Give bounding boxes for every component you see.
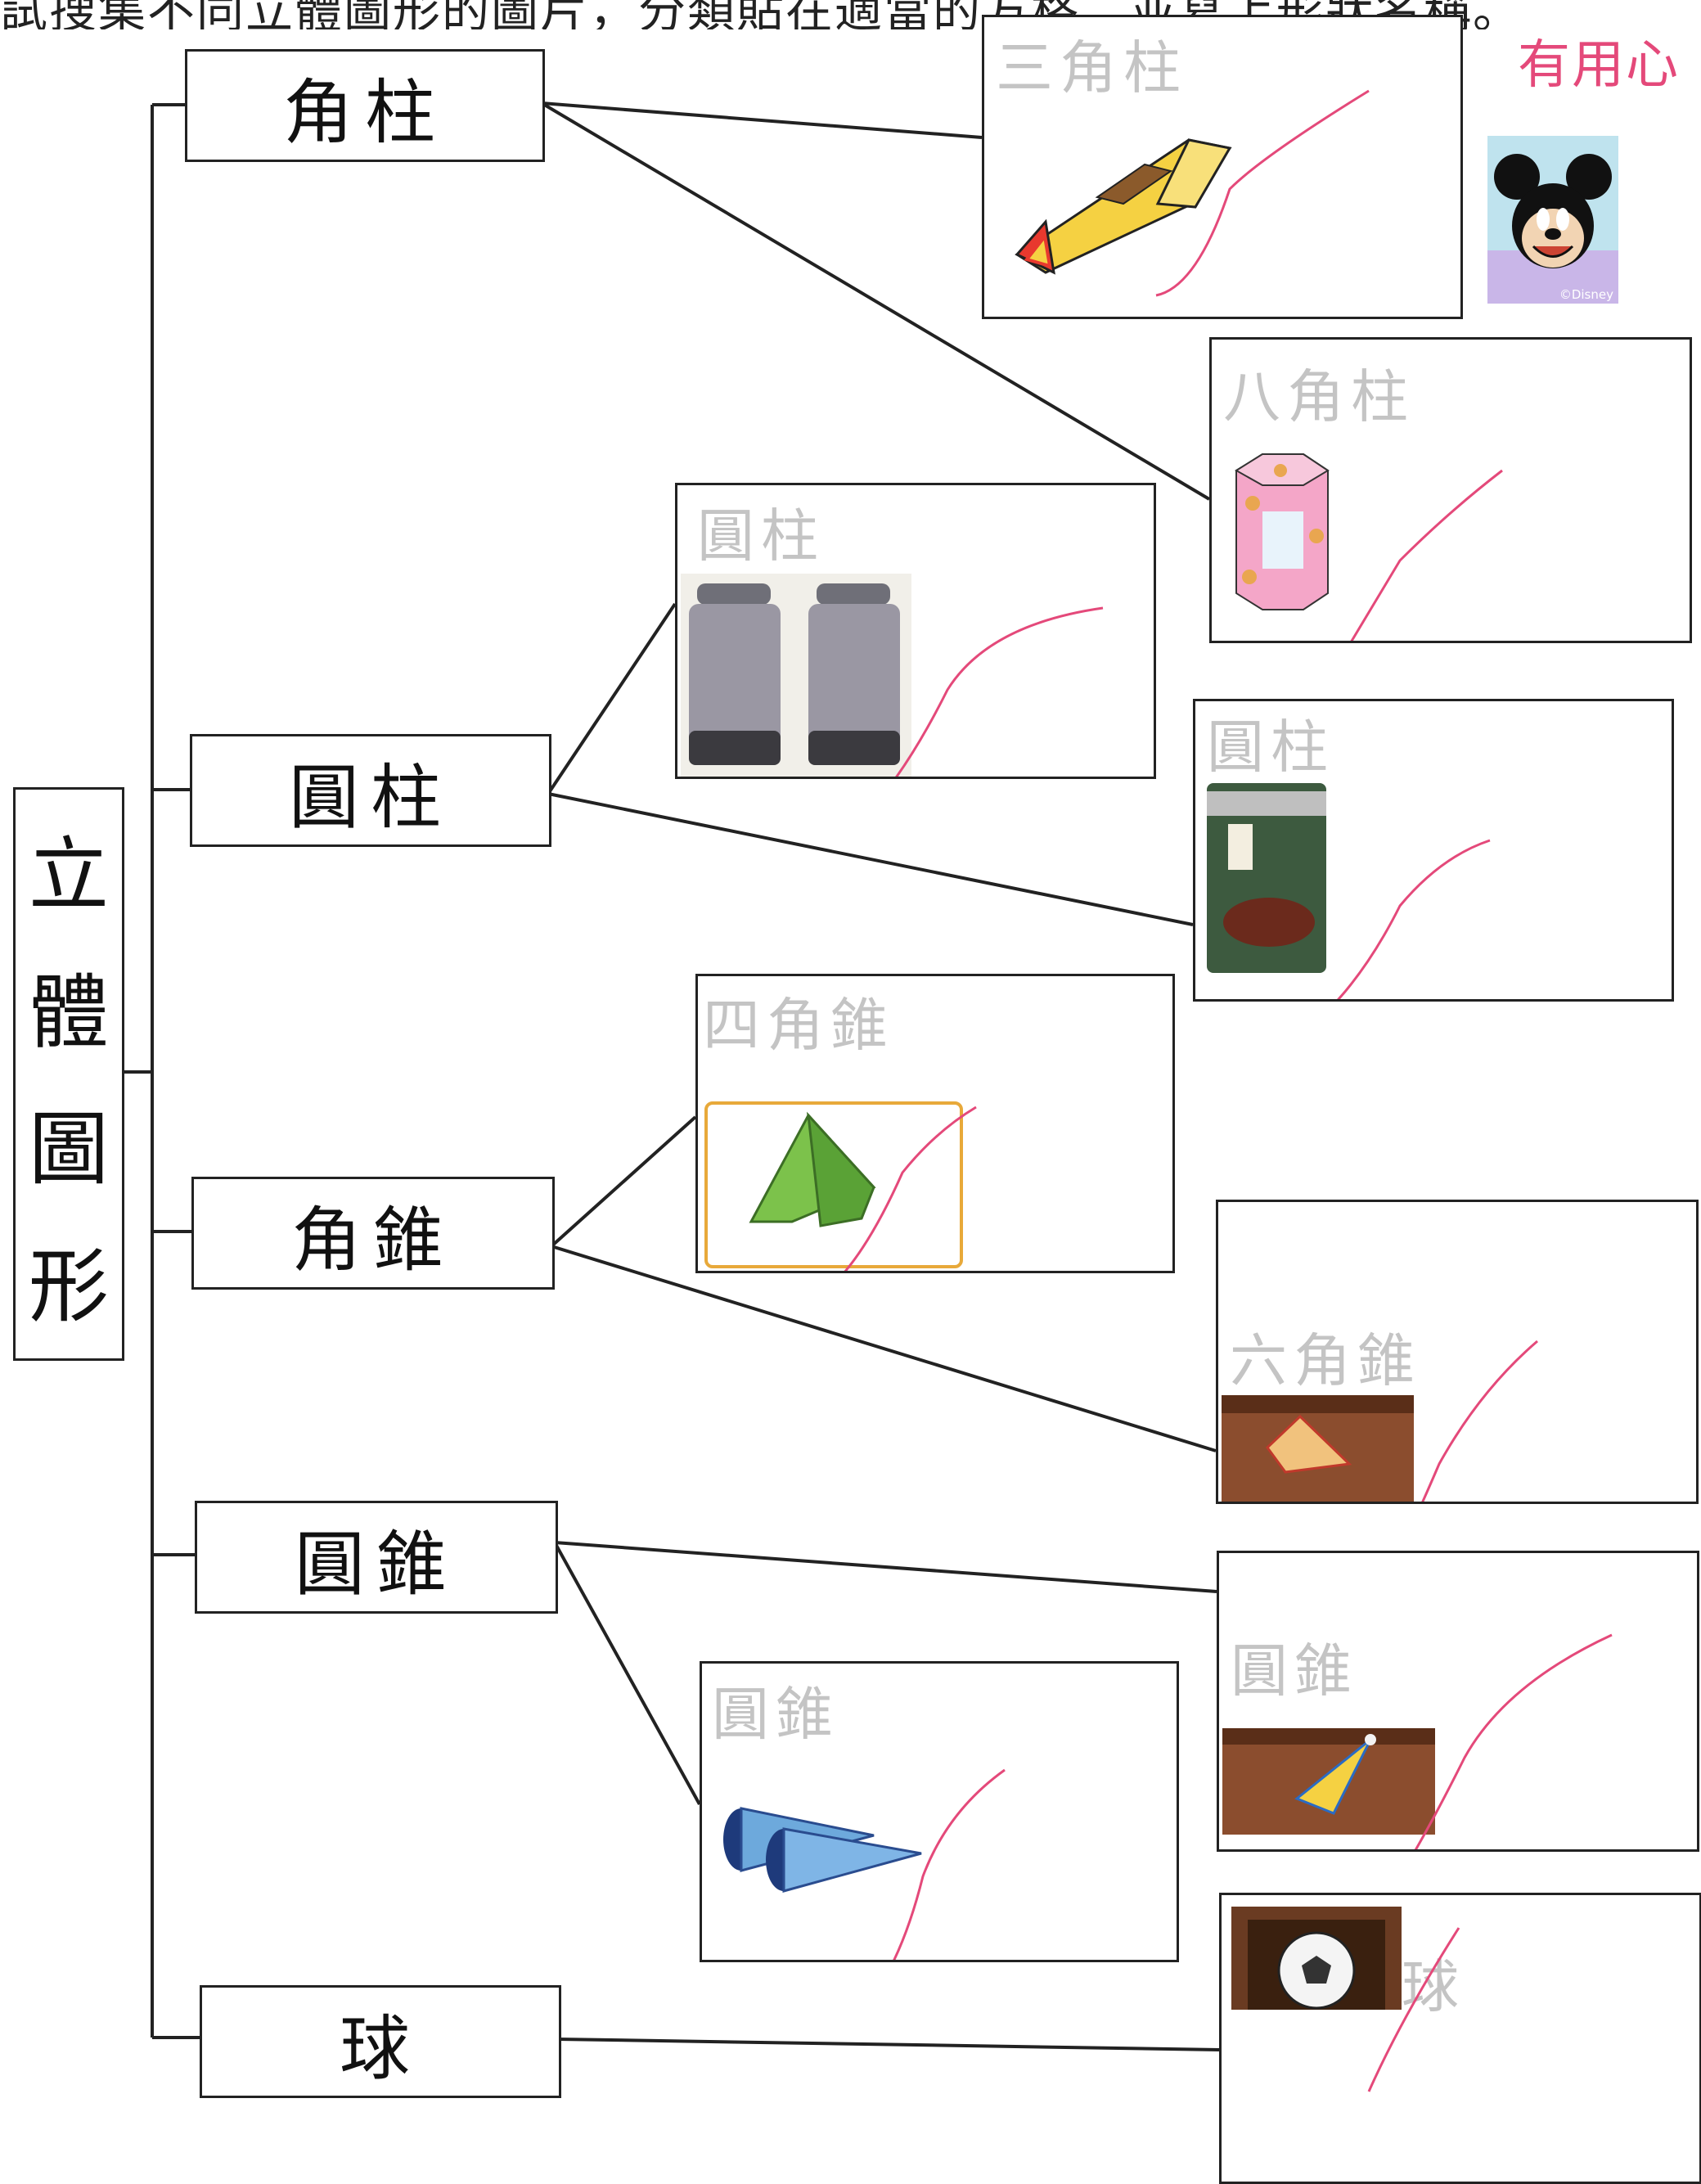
party-hat-picture <box>1222 1633 1613 1849</box>
card-cone-partyhat: 圓錐 <box>1217 1551 1699 1852</box>
octagonal-tin-picture <box>1235 453 1503 641</box>
teacher-comment: 有用心 <box>1518 35 1680 96</box>
abalone-can-picture <box>1207 783 1491 999</box>
card-octagonal-prism: 八角柱 <box>1209 337 1692 643</box>
card-label: 圓錐 <box>712 1681 839 1748</box>
root-node-3d-shapes: 立 體 圖 形 <box>13 787 124 1361</box>
soccer-ball-picture <box>1231 1907 1460 2092</box>
category-prism: 角柱 <box>185 49 545 162</box>
category-sphere: 球 <box>200 1985 561 2098</box>
tent-picture <box>704 1101 977 1271</box>
card-label: 三角柱 <box>996 34 1187 101</box>
card-label: 六角錐 <box>1230 1327 1421 1394</box>
card-label: 八角柱 <box>1223 363 1415 430</box>
mickey-sticker: ©Disney <box>1487 136 1618 304</box>
category-cone: 圓錐 <box>195 1501 558 1614</box>
root-char: 形 <box>28 1240 109 1334</box>
card-label: 圓柱 <box>1207 714 1334 781</box>
mickey-mouse-icon <box>1487 136 1618 304</box>
card-cylinder-can: 圓柱 <box>1193 699 1674 1002</box>
root-char: 立 <box>28 829 109 923</box>
card-label: 圓柱 <box>697 502 825 570</box>
copyright-text: ©Disney <box>1559 287 1613 302</box>
card-label: 圓錐 <box>1231 1637 1358 1704</box>
thermos-picture <box>681 574 1104 777</box>
card-hexagonal-pyramid: 六角錐 <box>1216 1200 1699 1504</box>
root-char: 圖 <box>28 1103 109 1197</box>
category-cylinder: 圓柱 <box>190 734 551 847</box>
cone-shelf-picture <box>1222 1340 1538 1502</box>
card-triangular-prism: 三角柱 <box>982 15 1463 319</box>
icecream-cones-picture <box>723 1768 1006 1960</box>
root-char: 體 <box>28 966 109 1060</box>
card-cylinder-thermos: 圓柱 <box>675 483 1156 779</box>
card-square-pyramid: 四角錐 <box>695 974 1175 1273</box>
card-cone-icecream: 圓錐 <box>700 1661 1179 1962</box>
card-label: 四角錐 <box>703 992 894 1059</box>
triangular-prism-picture <box>1015 89 1370 297</box>
category-pyramid: 角錐 <box>191 1177 555 1290</box>
card-sphere: 球 <box>1219 1893 1701 2184</box>
